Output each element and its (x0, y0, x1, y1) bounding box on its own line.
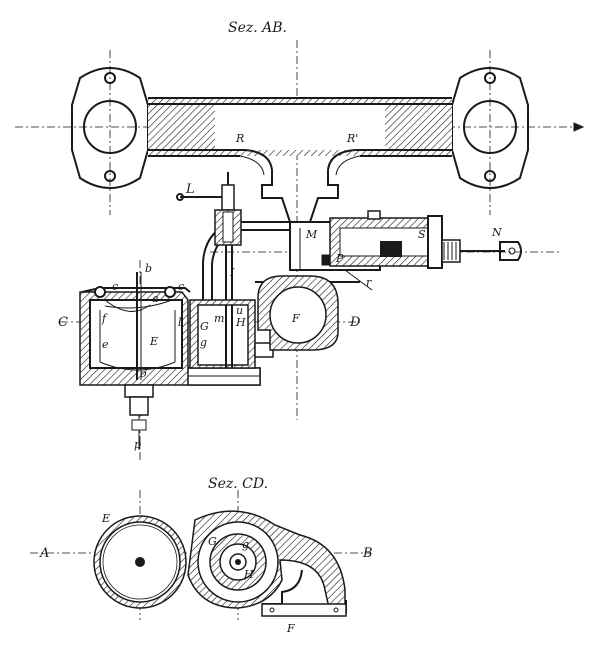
label-G-bottom: G (208, 535, 217, 548)
label-c-left: c (112, 280, 118, 293)
label-R-prime: R' (346, 132, 358, 145)
label-B: B (362, 546, 373, 561)
label-A: A (39, 546, 49, 561)
label-p: p (134, 438, 141, 451)
arrow-right-icon (573, 122, 585, 132)
label-H: H (235, 316, 246, 329)
label-b: b (145, 262, 152, 275)
section-cd-view (30, 490, 370, 620)
label-a: a (152, 292, 159, 305)
label-E: E (149, 335, 158, 348)
label-C: C (58, 315, 68, 330)
label-F: F (291, 312, 300, 325)
jet-chamber (189, 299, 274, 369)
section-title-cd: Sez. CD. (208, 476, 268, 492)
label-f: f (101, 312, 108, 325)
label-P: P (335, 252, 344, 265)
intake-manifold (71, 67, 529, 223)
label-l: l (178, 316, 182, 329)
air-inlet (257, 275, 339, 351)
label-e: e (102, 338, 109, 351)
label-r: r (366, 276, 372, 289)
label-R: R (235, 132, 244, 145)
mixing-chamber (202, 210, 522, 300)
label-u: u (236, 304, 243, 317)
label-c-right: c (178, 280, 184, 293)
label-H-bottom: H (243, 568, 254, 581)
label-E-bottom: E (101, 512, 110, 525)
label-L: L (185, 182, 195, 197)
part-labels: L R R' M S N b c c C D E e f F G g H I m… (39, 132, 502, 635)
label-g: g (200, 336, 207, 349)
float-chamber (79, 272, 261, 450)
section-title-ab: Sez. AB. (228, 20, 287, 36)
label-g-bottom: g (242, 538, 249, 551)
label-F-bottom: F (286, 622, 295, 635)
label-S: S (418, 228, 426, 241)
label-m: m (214, 312, 224, 325)
label-I: I (229, 266, 235, 279)
label-D: D (349, 315, 361, 330)
label-M: M (305, 228, 318, 241)
label-o: o (140, 367, 147, 380)
label-G: G (200, 320, 209, 333)
label-N: N (491, 226, 502, 239)
